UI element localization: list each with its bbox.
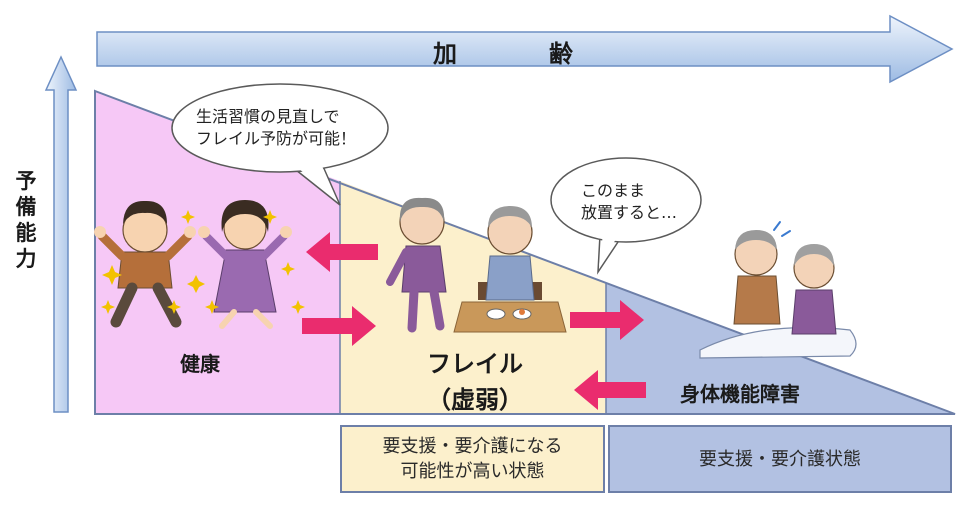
frailty-zone	[340, 181, 606, 414]
disability-label: 身体機能障害	[680, 382, 800, 406]
frailty-label: フレイル	[427, 350, 523, 378]
aging-arrow	[96, 14, 954, 84]
sparkle-icons	[101, 210, 305, 314]
healthy-woman-icon	[198, 200, 292, 329]
warning-line-1: このまま	[581, 181, 646, 200]
frail-elderly-woman-icon	[386, 197, 447, 333]
healthy-man-icon	[94, 200, 196, 328]
frailty-state-box: 要支援・要介護になる 可能性が高い状態	[340, 425, 605, 493]
reserve-capacity-label: 予備能力	[15, 169, 37, 271]
frailty-state-line-2: 可能性が高い状態	[400, 461, 545, 482]
prevention-bubble-text: 生活習慣の見直しで フレイル予防が可能！	[196, 106, 364, 150]
frail-elderly-man-eating-icon	[453, 206, 567, 333]
prevention-line-2: フレイル予防が可能！	[196, 129, 357, 148]
frailty-state-line-1: 要支援・要介護になる	[382, 436, 563, 457]
arrow-frailty-to-disability	[570, 300, 644, 340]
frailty-sub-label: （虚弱）	[427, 386, 523, 414]
bedridden-couple-icon	[699, 221, 857, 359]
warning-bubble-text: このまま 放置すると…	[581, 180, 691, 224]
arrow-disability-to-frailty	[574, 370, 646, 410]
arrow-healthy-to-frailty	[302, 306, 376, 346]
warning-speech-bubble	[550, 157, 702, 275]
arrow-frailty-to-healthy	[306, 232, 378, 272]
care-state-box: 要支援・要介護状態	[608, 425, 952, 493]
reserve-capacity-arrow	[44, 55, 78, 413]
aging-label: 加 齢	[433, 40, 607, 68]
triangle-outline	[94, 89, 956, 415]
warning-line-2: 放置すると…	[581, 203, 678, 222]
care-state-text: 要支援・要介護状態	[699, 448, 861, 470]
prevention-line-1: 生活習慣の見直しで	[196, 107, 340, 126]
healthy-label: 健康	[180, 352, 220, 376]
prevention-speech-bubble	[171, 83, 389, 206]
